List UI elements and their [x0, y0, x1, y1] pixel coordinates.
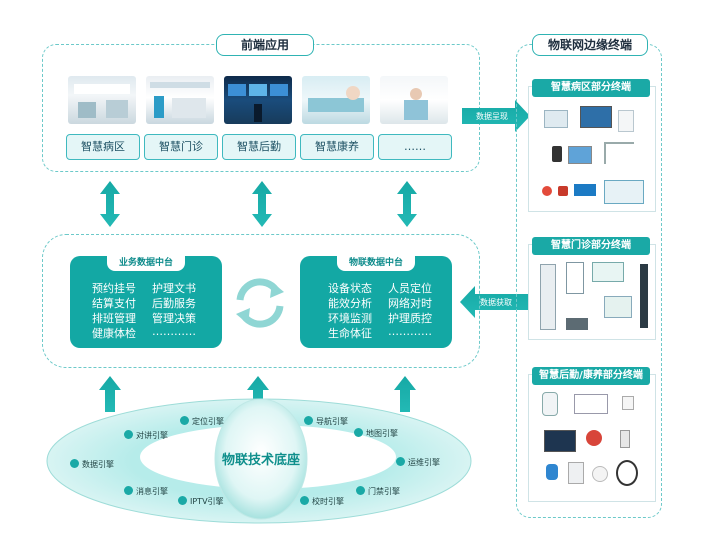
logistics-device-smoke — [592, 466, 608, 482]
intercom-icon — [124, 430, 133, 439]
logistics-device-tag — [620, 430, 630, 448]
access-icon — [356, 486, 365, 495]
app-more[interactable]: …… — [378, 134, 452, 160]
iot-item: 护理质控 — [388, 312, 432, 325]
iot-item: 生命体征 — [328, 327, 372, 340]
ward-device-phone — [552, 146, 562, 162]
message-icon — [124, 486, 133, 495]
app-ward[interactable]: 智慧病区 — [66, 134, 140, 160]
eldercare-photo — [302, 76, 370, 124]
engine-data: 数据引擎 — [70, 459, 114, 470]
engine-map: 地图引擎 — [354, 428, 398, 439]
time-icon — [300, 496, 309, 505]
business-item: 护理文书 — [152, 282, 196, 295]
more-photo — [380, 76, 448, 124]
business-item: 健康体检 — [92, 327, 136, 340]
logistics-device-sensor — [542, 392, 558, 416]
engine-location: 定位引擎 — [180, 416, 224, 427]
ward-terminals-title: 智慧病区部分终端 — [532, 79, 650, 97]
clinic-photo — [146, 76, 214, 124]
iot-item: 设备状态 — [328, 282, 372, 295]
ward-device-arm — [604, 142, 634, 164]
app-logistics[interactable]: 智慧后勤 — [222, 134, 296, 160]
location-icon — [180, 416, 189, 425]
ward-device-screen — [580, 106, 612, 128]
clinic-device-kiosk2 — [566, 262, 584, 294]
iot-data-title: 物联数据中台 — [336, 255, 416, 271]
business-item: 后勤服务 — [152, 297, 196, 310]
business-item: 预约挂号 — [92, 282, 136, 295]
navigation-icon — [304, 416, 313, 425]
app-clinic[interactable]: 智慧门诊 — [144, 134, 218, 160]
engine-access: 门禁引擎 — [356, 486, 400, 497]
logistics-device-alarm — [586, 430, 602, 446]
data-icon — [70, 459, 79, 468]
iot-item: 人员定位 — [388, 282, 432, 295]
iptv-icon — [178, 496, 187, 505]
ops-icon — [396, 457, 405, 466]
engine-ops: 运维引擎 — [396, 457, 440, 468]
clinic-device-terminal — [566, 318, 588, 330]
ward-device-tablet — [568, 146, 592, 164]
business-item: ………… — [152, 325, 196, 338]
business-item: 排班管理 — [92, 312, 136, 325]
iot-item: 能效分析 — [328, 297, 372, 310]
logistics-device-watch — [546, 464, 558, 480]
tech-base-title: 物联技术底座 — [221, 453, 300, 468]
map-icon — [354, 428, 363, 437]
frontend-title: 前端应用 — [216, 34, 314, 56]
clinic-device-kiosk — [540, 264, 556, 330]
logistics-device-panel — [574, 394, 608, 414]
iot-item: 网络对时 — [388, 297, 432, 310]
logistics-photo — [224, 76, 292, 124]
business-data-card: 业务数据中台 预约挂号 护理文书 结算支付 后勤服务 排班管理 管理决策 健康体… — [70, 255, 222, 348]
ward-device-sign — [574, 184, 596, 196]
clinic-device-screen — [592, 262, 624, 282]
ward-device-board — [604, 180, 644, 204]
business-data-title: 业务数据中台 — [106, 255, 186, 271]
clinic-device-totem — [640, 264, 648, 328]
engine-time: 校时引擎 — [300, 496, 344, 507]
logistics-device-wheelchair — [616, 460, 638, 486]
edge-title: 物联网边缘终端 — [532, 34, 648, 56]
engine-intercom: 对讲引擎 — [124, 430, 168, 441]
ward-device-badge — [558, 186, 568, 196]
sync-cycle-icon — [236, 278, 284, 328]
logistics-terminals-title: 智慧后勤/康养部分终端 — [532, 367, 650, 385]
ward-device-monitor — [544, 110, 568, 128]
data-present-label: 数据呈现 — [476, 112, 508, 121]
iot-data-card: 物联数据中台 设备状态 人员定位 能效分析 网络对时 环境监测 护理质控 生命体… — [300, 255, 452, 348]
engine-message: 消息引擎 — [124, 486, 168, 497]
clinic-device-board — [604, 296, 632, 318]
business-item: 结算支付 — [92, 297, 136, 310]
clinic-terminals-title: 智慧门诊部分终端 — [532, 237, 650, 255]
data-fetch-label: 数据获取 — [480, 298, 512, 307]
logistics-device-monitor — [544, 430, 576, 452]
middle-panel — [42, 234, 480, 368]
app-eldercare[interactable]: 智慧康养 — [300, 134, 374, 160]
engine-iptv: IPTV引擎 — [178, 496, 224, 507]
logistics-device-detector — [568, 462, 584, 484]
business-item: 管理决策 — [152, 312, 196, 325]
ward-device-panel — [618, 110, 634, 132]
ward-device-button — [542, 186, 552, 196]
engine-navigation: 导航引擎 — [304, 416, 348, 427]
logistics-device-switch — [622, 396, 634, 410]
ward-photo — [68, 76, 136, 124]
iot-item: ………… — [388, 325, 432, 338]
iot-item: 环境监测 — [328, 312, 372, 325]
